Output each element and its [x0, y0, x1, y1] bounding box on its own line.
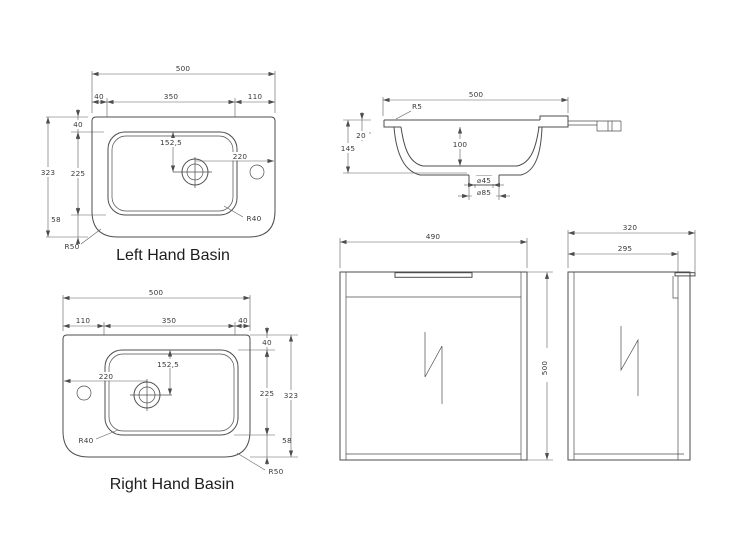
right-basin-svg: 500 110 350 40 323 40 225 58 152,5 220 R…	[62, 288, 299, 493]
dim-bowl-width: 350	[162, 316, 177, 325]
label-radius-outer: R50	[269, 467, 284, 476]
dim-offset-right: 40	[238, 316, 248, 325]
section-part	[383, 115, 622, 186]
rear-ledge	[568, 120, 622, 132]
cabinet-views: 490 500 320 295	[328, 220, 713, 468]
deck-left-cap	[383, 120, 401, 128]
door-handle-recess	[394, 272, 473, 278]
leader-line	[223, 205, 244, 218]
text-mask	[228, 152, 253, 161]
cabinet-side-part	[567, 271, 696, 461]
basin-lip-overhang	[674, 272, 696, 277]
tap-crosshair	[173, 157, 212, 188]
dim-inset-top: 40	[262, 338, 272, 347]
dim-cabinet-width: 490	[426, 232, 441, 241]
dim-bowl-width: 350	[164, 92, 179, 101]
tap-crosshair	[130, 379, 172, 411]
dim-offset-right: 110	[248, 92, 263, 101]
bowl-inner-wall	[400, 126, 540, 167]
left-basin-title: Left Hand Basin	[116, 247, 230, 264]
basin-section-svg: 500 R5 20 145 100 ⌀45 ⌀85	[340, 90, 622, 200]
cabinet-side-outline	[567, 271, 691, 461]
leader-line	[236, 452, 266, 471]
left-basin-svg: 500 40 350 110 323 40 225 58 152,5 220 R…	[40, 64, 276, 264]
text-mask	[354, 131, 369, 140]
dim-overall-width: 500	[176, 64, 191, 73]
dim-inset-top: 40	[73, 120, 83, 129]
dim-cabinet-depth-body: 295	[618, 244, 633, 253]
basin-section-view: 500 R5 20 145 100 ⌀45 ⌀85	[335, 85, 627, 215]
text-mask	[472, 188, 496, 197]
text-mask	[259, 388, 276, 398]
dim-bowl-length: 225	[260, 389, 275, 398]
dim-tap-setback: 152,5	[157, 360, 179, 369]
right-hand-basin-plan-view: 500 110 350 40 323 40 225 58 152,5 220 R…	[36, 283, 308, 498]
break-symbol	[620, 326, 639, 396]
dim-inset-bottom: 58	[51, 215, 61, 224]
text-mask	[340, 143, 356, 153]
cabinet-front-part	[339, 271, 528, 461]
break-symbol	[424, 332, 443, 404]
label-rim-radius: R5	[412, 102, 422, 111]
dim-waste-dia: ⌀45	[477, 176, 491, 185]
right-basin-dimensions: 500 110 350 40 323 40 225 58 152,5 220 R…	[62, 288, 299, 476]
dim-tap-to-edge: 220	[233, 152, 248, 161]
dim-rim-height: 20	[356, 131, 366, 140]
dim-overall-depth: 323	[41, 168, 56, 177]
dim-overall-height: 145	[341, 144, 356, 153]
deck-right-upstand	[538, 115, 569, 128]
overflow-hole	[249, 164, 265, 180]
left-basin-dimensions: 500 40 350 110 323 40 225 58 152,5 220 R…	[40, 64, 276, 251]
bowl-outer-shell	[393, 126, 543, 176]
dim-waste-flange-dia: ⌀85	[477, 188, 491, 197]
right-basin-title: Right Hand Basin	[110, 476, 235, 493]
text-mask	[260, 338, 275, 347]
overflow-hole	[76, 385, 92, 401]
dim-cabinet-height: 500	[540, 361, 549, 376]
dim-bowl-depth: 100	[453, 140, 468, 149]
text-mask	[154, 359, 182, 368]
dim-cabinet-depth-overall: 320	[623, 223, 638, 232]
cabinet-dimensions: 490 500 320 295	[339, 223, 696, 461]
dim-tap-setback: 152,5	[160, 138, 182, 147]
text-mask	[283, 390, 299, 400]
label-radius-bowl: R40	[79, 436, 94, 445]
cabinet-front-outline	[339, 271, 528, 461]
dim-overall-width: 500	[469, 90, 484, 99]
text-mask	[70, 168, 87, 178]
cabinet-front-side-panels	[345, 272, 522, 460]
text-mask	[157, 138, 185, 147]
label-radius-outer: R50	[65, 242, 80, 251]
leader-line	[395, 110, 412, 120]
dim-bowl-length: 225	[71, 169, 86, 178]
leader-line	[80, 228, 102, 245]
bowl-rim-inner	[111, 135, 234, 212]
left-hand-basin-plan-view: 500 40 350 110 323 40 225 58 152,5 220 R…	[38, 58, 306, 270]
section-dimensions: 500 R5 20 145 100 ⌀45 ⌀85	[340, 90, 569, 200]
dim-overall-depth: 323	[284, 391, 299, 400]
door-top-notch	[672, 276, 678, 299]
dim-tap-to-edge: 220	[99, 372, 114, 381]
text-mask	[93, 372, 119, 381]
label-radius-bowl: R40	[247, 214, 262, 223]
dim-inset-bottom: 58	[282, 436, 292, 445]
cabinet-svg: 490 500 320 295	[339, 223, 696, 461]
text-mask	[473, 176, 495, 184]
leader-line	[95, 429, 119, 440]
counter-outline	[91, 116, 276, 238]
counter-outline	[62, 334, 251, 458]
text-mask	[40, 167, 56, 177]
text-mask	[452, 139, 468, 149]
dim-offset-left: 40	[94, 92, 104, 101]
dim-offset-left: 110	[76, 316, 91, 325]
dim-overall-width: 500	[149, 288, 164, 297]
text-mask	[71, 120, 86, 129]
